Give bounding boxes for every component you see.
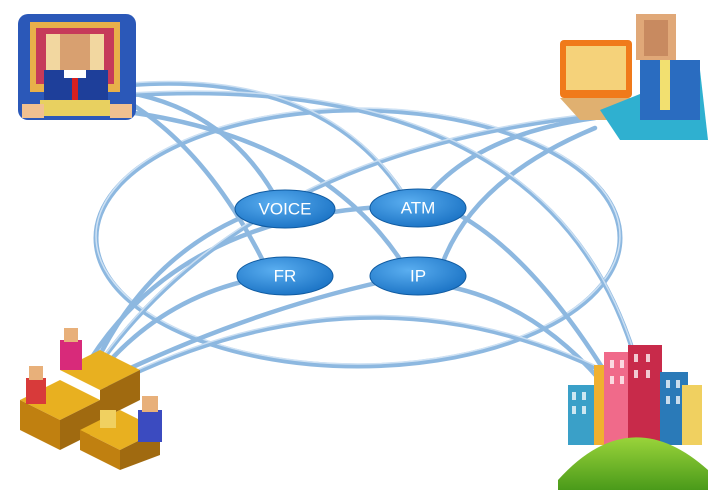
node-ip[interactable]: IP xyxy=(369,256,467,296)
office-workers-in-cubicles-icon xyxy=(20,328,162,470)
link-br-atm xyxy=(447,207,613,383)
link-bl-voice xyxy=(92,207,263,368)
link-tl-city xyxy=(127,90,643,378)
node-voice[interactable]: VOICE xyxy=(234,189,336,229)
link-tr-atm xyxy=(417,115,598,208)
node-voice-label: VOICE xyxy=(259,200,312,219)
link-tr-office xyxy=(92,112,603,373)
link-bl-fr xyxy=(97,277,253,375)
node-fr[interactable]: FR xyxy=(236,256,334,296)
link-tl-ip xyxy=(125,109,413,278)
person-at-laptop-icon xyxy=(560,14,708,140)
node-fr-label: FR xyxy=(274,267,297,286)
node-ip-label: IP xyxy=(410,267,426,286)
link-br-ip xyxy=(437,282,603,383)
link-tl-atm xyxy=(127,81,413,208)
link-bl-ip xyxy=(102,277,393,383)
node-atm[interactable]: ATM xyxy=(369,188,467,228)
link-bl-city xyxy=(107,315,633,388)
person-at-desktop-computer-icon xyxy=(18,14,136,120)
city-buildings-on-hill-icon xyxy=(558,345,708,490)
node-atm-label: ATM xyxy=(401,199,436,218)
link-tr-ip xyxy=(437,125,598,273)
link-tl-voice xyxy=(122,89,283,208)
network-links xyxy=(87,81,643,388)
